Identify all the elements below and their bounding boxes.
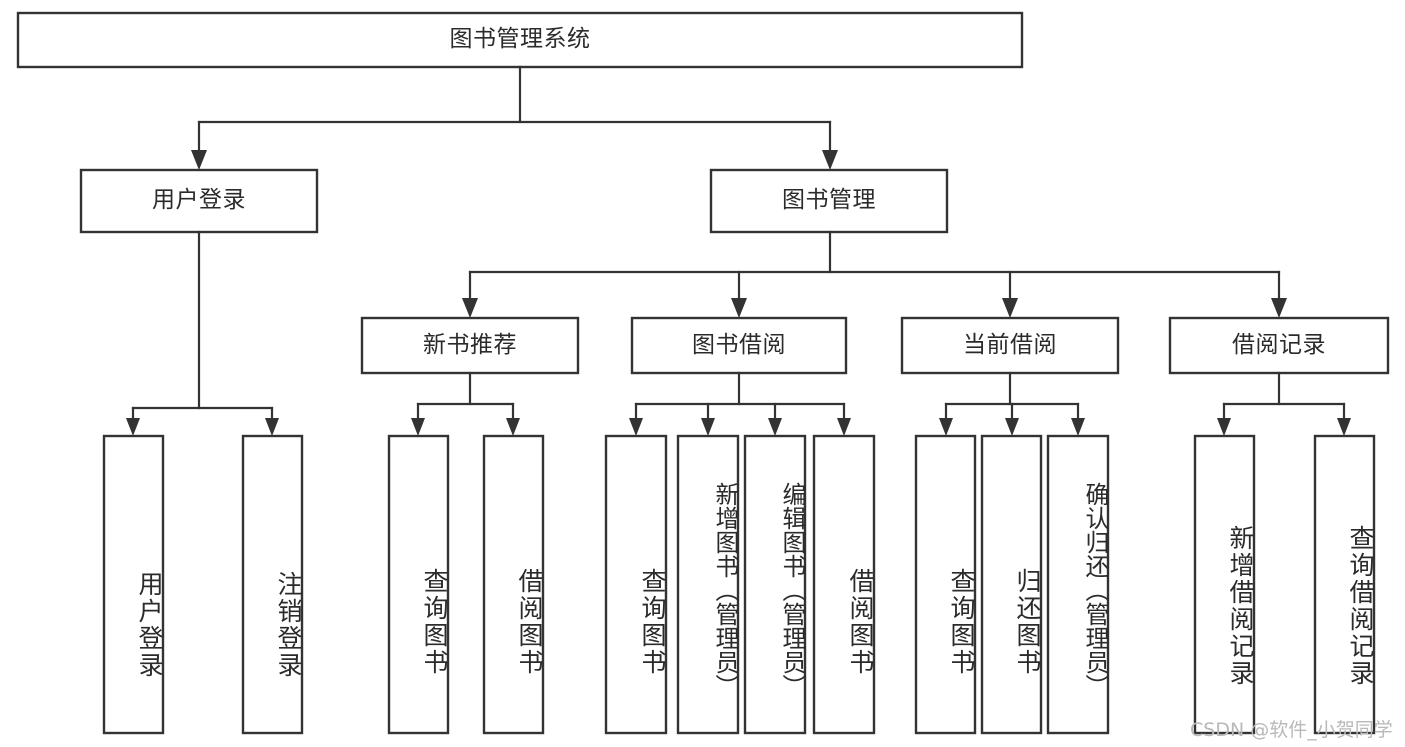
node-box-leaf-user-login[interactable] (102, 434, 165, 735)
node-box-leaf-borrow-book-recommend[interactable] (482, 434, 545, 735)
node-box-leaf-borrow-book[interactable] (812, 434, 876, 735)
node-box-leaf-edit-book[interactable] (743, 434, 807, 735)
node-box-borrow-record[interactable] (1168, 316, 1390, 375)
node-box-book-manage[interactable] (709, 168, 949, 234)
node-box-leaf-confirm-return[interactable] (1046, 434, 1110, 735)
csdn-watermark: CSDN @软件_小贺同学 (1190, 719, 1393, 741)
node-box-leaf-add-borrow-record[interactable] (1193, 434, 1256, 735)
connector-book-manage-to-level3 (462, 230, 1287, 318)
node-boxes (16, 11, 1390, 735)
connector-user-login-to-leaves (126, 230, 279, 436)
node-box-leaf-query-book-current[interactable] (914, 434, 977, 735)
node-box-new-book-recommend[interactable] (360, 316, 580, 375)
connector-root-to-level2 (191, 65, 838, 170)
node-box-leaf-add-book[interactable] (676, 434, 740, 735)
node-box-user-login[interactable] (79, 168, 319, 234)
node-box-book-borrow[interactable] (630, 316, 848, 375)
node-box-leaf-query-book-borrow[interactable] (604, 434, 668, 735)
node-box-root[interactable] (16, 11, 1024, 69)
connector-current-borrow-to-leaves (939, 371, 1085, 436)
node-box-leaf-query-borrow-record[interactable] (1313, 434, 1376, 735)
connector-book-borrow-to-leaves (629, 371, 851, 436)
node-box-current-borrow[interactable] (900, 316, 1120, 375)
node-box-leaf-return-book[interactable] (980, 434, 1043, 735)
node-box-leaf-logout[interactable] (241, 434, 304, 735)
connector-borrow-record-to-leaves (1217, 371, 1351, 436)
node-box-leaf-query-book-recommend[interactable] (387, 434, 450, 735)
connector-new-book-recommend-to-leaves (411, 371, 520, 436)
